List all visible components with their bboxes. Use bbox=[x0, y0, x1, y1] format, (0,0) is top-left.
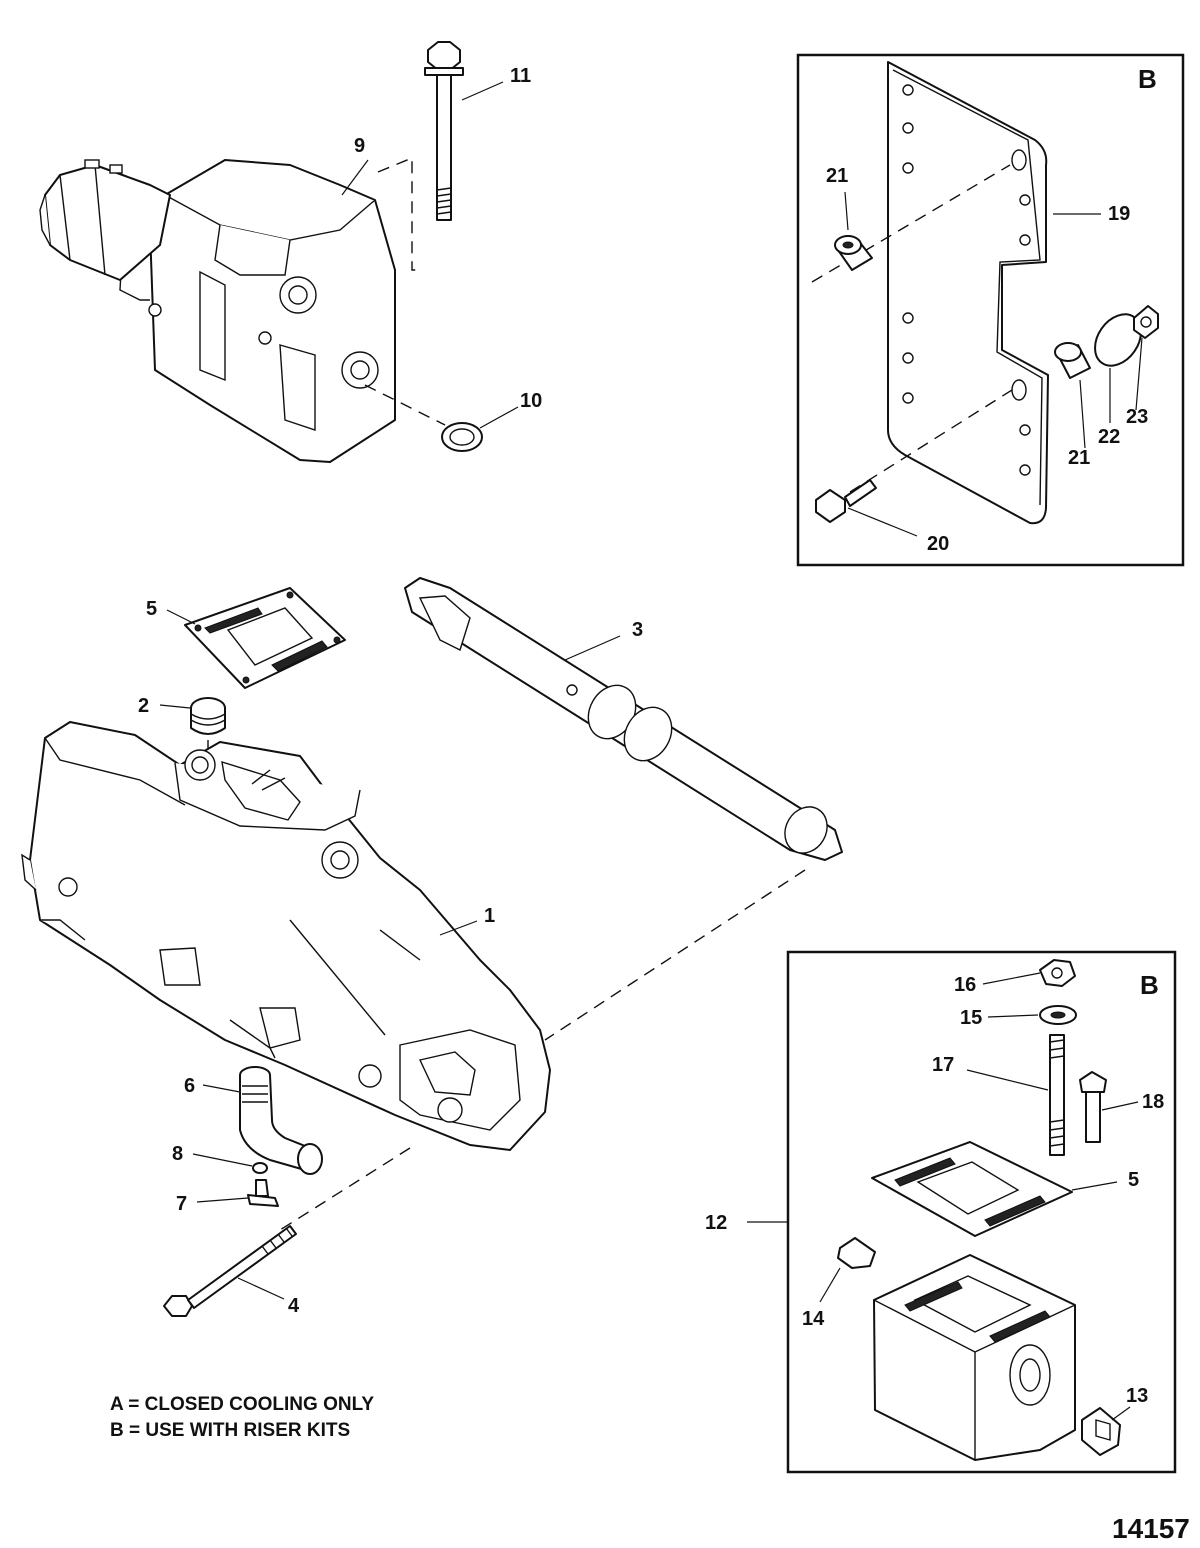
callout-16: 16 bbox=[954, 974, 976, 996]
part-14-plug bbox=[837, 1237, 876, 1269]
callout-3: 3 bbox=[632, 619, 643, 641]
callout-10: 10 bbox=[520, 390, 542, 412]
part-12-riser bbox=[873, 1254, 1076, 1461]
callout-4: 4 bbox=[288, 1295, 300, 1317]
callout-17: 17 bbox=[932, 1054, 954, 1076]
callout-21-upper: 21 bbox=[826, 165, 848, 187]
part-23-nut bbox=[1133, 305, 1159, 339]
riser-kit-box-top bbox=[796, 53, 1185, 567]
callout-2: 2 bbox=[138, 695, 149, 717]
part-18-bolt bbox=[1079, 1071, 1107, 1143]
callout-8: 8 bbox=[172, 1143, 183, 1165]
legend: A = CLOSED COOLING ONLY B = USE WITH RIS… bbox=[110, 1394, 374, 1441]
part-2-plug bbox=[190, 697, 226, 770]
callout-20: 20 bbox=[927, 533, 949, 555]
part-16-nut bbox=[1039, 959, 1076, 987]
callout-14: 14 bbox=[802, 1308, 825, 1330]
part-5-gasket-kit bbox=[871, 1141, 1073, 1237]
callout-6: 6 bbox=[184, 1075, 195, 1097]
callout-21-lower: 21 bbox=[1068, 447, 1090, 469]
part-20-bolt bbox=[815, 479, 877, 523]
part-4-long-bolt bbox=[163, 1225, 297, 1317]
part-1-exhaust-manifold bbox=[21, 721, 551, 1151]
box-letter-top: B bbox=[1138, 64, 1157, 94]
part-6-hose-fitting bbox=[239, 1066, 323, 1175]
callout-15: 15 bbox=[960, 1007, 982, 1029]
part-21-spacer-lower bbox=[1054, 342, 1091, 379]
part-8-o-ring bbox=[252, 1162, 268, 1174]
part-9-exhaust-elbow bbox=[39, 159, 396, 463]
legend-line-b: B = USE WITH RISER KITS bbox=[110, 1420, 350, 1441]
callout-18: 18 bbox=[1142, 1091, 1164, 1113]
callout-1: 1 bbox=[484, 905, 495, 927]
part-17-stud bbox=[1049, 1034, 1065, 1156]
part-10-plug bbox=[364, 384, 483, 452]
part-21-spacer-upper bbox=[834, 235, 873, 271]
part-3-manifold-gasket bbox=[404, 577, 843, 861]
callout-12: 12 bbox=[705, 1212, 727, 1234]
legend-line-a: A = CLOSED COOLING ONLY bbox=[110, 1394, 374, 1415]
callout-11: 11 bbox=[510, 65, 531, 87]
part-7-fitting bbox=[247, 1179, 279, 1207]
figure-number: 14157 bbox=[1112, 1513, 1190, 1544]
part-5-gasket bbox=[184, 587, 346, 689]
callout-5-kit: 5 bbox=[1128, 1169, 1139, 1191]
callout-9: 9 bbox=[354, 135, 365, 157]
part-11-bolt bbox=[424, 41, 464, 221]
leader-lines bbox=[159, 81, 1143, 1421]
callout-labels: 11 9 10 19 21 21 22 23 20 5 2 3 1 6 8 7 … bbox=[138, 65, 1164, 1407]
callout-13: 13 bbox=[1126, 1385, 1148, 1407]
callout-5: 5 bbox=[146, 598, 157, 620]
callout-23: 23 bbox=[1126, 406, 1148, 428]
callout-19: 19 bbox=[1108, 203, 1130, 225]
part-15-washer bbox=[1039, 1005, 1077, 1025]
box-letter-bottom: B bbox=[1140, 970, 1159, 1000]
part-13-plug bbox=[1081, 1407, 1121, 1456]
part-19-adapter-plate bbox=[887, 61, 1049, 525]
riser-kit-box-bottom bbox=[786, 950, 1177, 1474]
callout-7: 7 bbox=[176, 1193, 187, 1215]
callout-22: 22 bbox=[1098, 426, 1120, 448]
